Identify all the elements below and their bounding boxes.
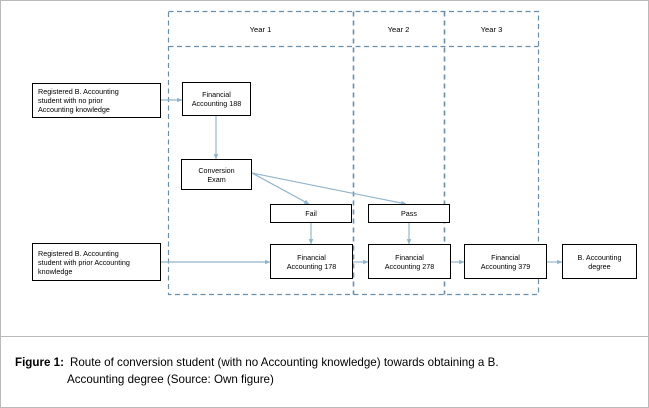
node-pass[interactable]: Pass: [368, 204, 450, 223]
diagram-canvas: Year 1 Year 2 Year 3 Registered B. Accou…: [1, 1, 648, 337]
node-financial-accounting-188[interactable]: Financial Accounting 188: [182, 82, 251, 116]
node-label: Registered B. Accounting student with no…: [38, 87, 119, 114]
node-label: Financial Accounting 188: [191, 90, 242, 108]
node-student-no-prior-knowledge[interactable]: Registered B. Accounting student with no…: [32, 83, 161, 118]
figure-caption-line-2: Accounting degree (Source: Own figure): [67, 372, 274, 386]
edge-exam-to-fail: [251, 172, 310, 205]
node-label: Fail: [305, 209, 317, 218]
swimlane-header-year-3: Year 3: [480, 25, 503, 34]
swimlane-header-year-2: Year 2: [387, 25, 410, 34]
node-label: Financial Accounting 379: [480, 252, 531, 271]
node-label: B. Accounting degree: [577, 252, 622, 271]
node-financial-accounting-178[interactable]: Financial Accounting 178: [270, 244, 353, 279]
edge-exam-to-pass: [251, 172, 407, 206]
diagram-connectors: [161, 10, 563, 296]
figure-number: Figure 1:: [15, 356, 64, 369]
node-label: Conversion Exam: [198, 165, 235, 184]
node-fail[interactable]: Fail: [270, 204, 352, 223]
node-financial-accounting-379[interactable]: Financial Accounting 379: [464, 244, 547, 279]
node-label: Financial Accounting 178: [286, 252, 337, 271]
edge-group: [161, 97, 563, 265]
node-student-with-prior-knowledge[interactable]: Registered B. Accounting student with pr…: [32, 243, 161, 281]
node-b-accounting-degree[interactable]: B. Accounting degree: [562, 244, 637, 279]
node-conversion-exam[interactable]: Conversion Exam: [181, 159, 252, 190]
node-label: Pass: [401, 209, 417, 218]
figure-caption-line-1: Route of conversion student (with no Acc…: [69, 356, 499, 369]
node-financial-accounting-278[interactable]: Financial Accounting 278: [368, 244, 451, 279]
figure-caption: Figure 1: Route of conversion student (wi…: [1, 337, 648, 407]
node-label: Registered B. Accounting student with pr…: [38, 248, 130, 276]
swimlane-header-year-1: Year 1: [249, 25, 272, 34]
node-label: Financial Accounting 278: [384, 252, 435, 271]
